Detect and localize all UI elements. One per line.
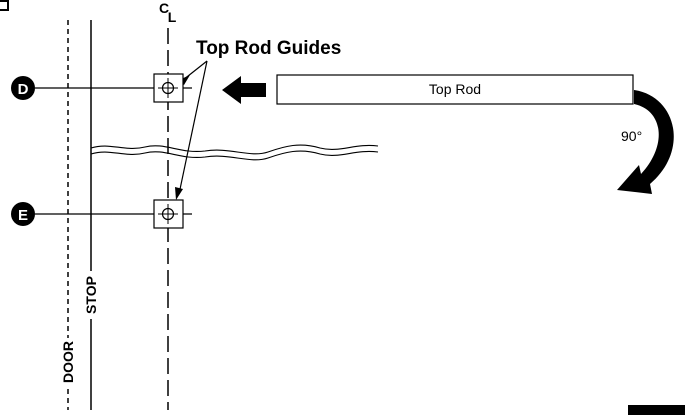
centerline-symbol-l: L (168, 9, 177, 25)
corner-mark-top-left (0, 0, 9, 11)
svg-text:D: D (18, 81, 29, 98)
top-rod-label: Top Rod (429, 81, 481, 97)
corner-block-bottom-right (628, 405, 685, 415)
leader-line-lower (178, 60, 208, 195)
direction-arrow-icon (222, 76, 266, 104)
rotation-label: 90° (621, 128, 642, 144)
svg-text:E: E (18, 207, 28, 224)
marker-d: D (11, 76, 35, 100)
marker-e: E (11, 202, 35, 226)
stop-label-mask (83, 271, 100, 319)
stop-label: STOP (83, 276, 99, 314)
break-lines (90, 144, 379, 161)
door-label: DOOR (60, 341, 76, 383)
top-rod-guides-title: Top Rod Guides (196, 38, 341, 59)
top-rod-guide-upper (153, 73, 184, 103)
centerline-symbol-c: C (159, 0, 169, 16)
top-rod-guide-lower (153, 199, 184, 229)
top-rod-box (276, 74, 634, 105)
leader-line-upper (182, 60, 208, 81)
rotation-arrow-icon (617, 90, 674, 194)
door-label-mask (60, 338, 77, 386)
